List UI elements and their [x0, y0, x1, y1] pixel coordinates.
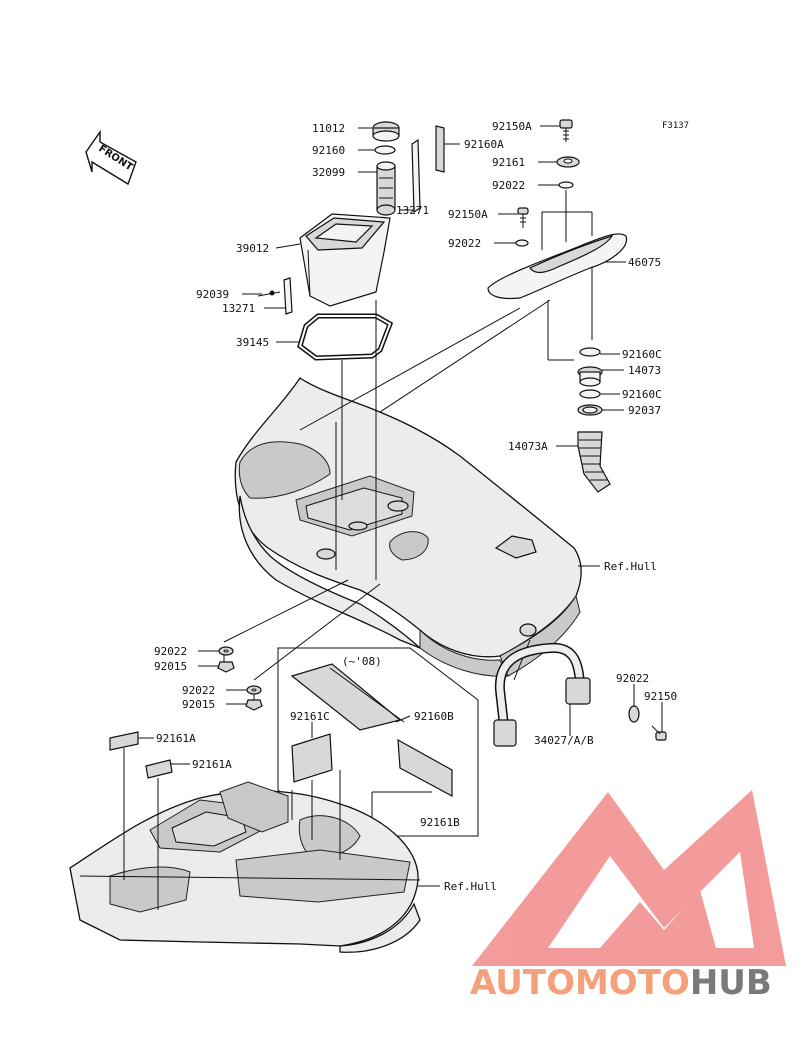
part-label-92160c-a: 92160C: [622, 348, 662, 361]
lower-leader-lines: [109, 731, 341, 910]
washer-92022-top: [558, 181, 574, 189]
washer-92161: [556, 156, 580, 168]
part-label-92160b: 92160B: [414, 710, 454, 723]
diagram-code: F3137: [662, 121, 689, 131]
part-label-92022-lower-a: 92022: [154, 645, 187, 658]
bolt-92150: [651, 725, 667, 741]
fuel-cap-assembly: [372, 121, 421, 216]
label-kit-box: [277, 647, 479, 837]
part-label-32099: 32099: [312, 166, 345, 179]
assembly-leader-lines: [223, 190, 593, 702]
washer-92022-tow: [628, 705, 640, 723]
nut-92015-b: [245, 699, 263, 711]
watermark-text-main: AUTOMOTOHUB: [470, 963, 772, 1003]
part-label-92161c: 92161C: [290, 710, 330, 723]
grab-handle-46075: [487, 233, 628, 300]
part-label-92161: 92161: [492, 156, 525, 169]
callouts: 11012 92160 32099 13271 39012 92039 1327…: [138, 120, 677, 893]
part-label-39012: 39012: [236, 242, 269, 255]
part-label-92015-a: 92015: [154, 660, 187, 673]
watermark-hub: HUB: [690, 963, 772, 1003]
bin-bracket-and-bolt: [257, 277, 293, 315]
storage-bin: [299, 213, 391, 307]
part-label-34027: 34027/A/B: [534, 734, 594, 747]
part-label-92160c-b: 92160C: [622, 388, 662, 401]
ref-hull-label-upper: Ref.Hull: [604, 560, 657, 573]
part-label-14073a: 14073A: [508, 440, 548, 453]
washer-92022-lower-b: [246, 685, 262, 695]
part-label-92022-mid: 92022: [448, 237, 481, 250]
part-label-92150: 92150: [644, 690, 677, 703]
lower-hull: [69, 781, 421, 953]
watermark-automoto: AUTOMOTO: [470, 963, 690, 1003]
part-label-92150a-top: 92150A: [492, 120, 532, 133]
part-label-39145: 39145: [236, 336, 269, 349]
hull-deck: [234, 377, 582, 677]
part-label-92039: 92039: [196, 288, 229, 301]
part-label-13271-upper: 13271: [396, 204, 429, 217]
front-arrow-icon: FRONT: [85, 129, 137, 186]
part-label-92015-b: 92015: [182, 698, 215, 711]
part-label-46075: 46075: [628, 256, 661, 269]
washer-92022-mid: [515, 239, 529, 247]
part-label-92022-lower-b: 92022: [182, 684, 215, 697]
part-label-13271-lower: 13271: [222, 302, 255, 315]
part-label-92161a-a: 92161A: [156, 732, 196, 745]
part-label-92161a-b: 92161A: [192, 758, 232, 771]
part-label-14073: 14073: [628, 364, 661, 377]
part-label-92160a: 92160A: [464, 138, 504, 151]
part-label-92022-tow: 92022: [616, 672, 649, 685]
part-label-92022-top: 92022: [492, 179, 525, 192]
part-label-92161b: 92161B: [420, 816, 460, 829]
automotohub-logo: [472, 790, 786, 966]
part-label-92150a-mid: 92150A: [448, 208, 488, 221]
part-label-92160: 92160: [312, 144, 345, 157]
part-label-11012: 11012: [312, 122, 345, 135]
tow-bar-34027: [493, 642, 591, 747]
nut-92015-a: [217, 661, 235, 673]
hose-fittings: [577, 347, 603, 416]
label-92160a: [435, 125, 445, 173]
ref-hull-label-lower: Ref.Hull: [444, 880, 497, 893]
part-label-92037: 92037: [628, 404, 661, 417]
model-year-note: (~'08): [342, 655, 382, 668]
washer-92022-lower-a: [218, 646, 234, 656]
bin-gasket: [297, 313, 394, 361]
bolt-92150a-top: [559, 119, 573, 142]
bolt-92150a-mid: [517, 207, 529, 228]
vent-hose-14073a: [577, 431, 611, 493]
